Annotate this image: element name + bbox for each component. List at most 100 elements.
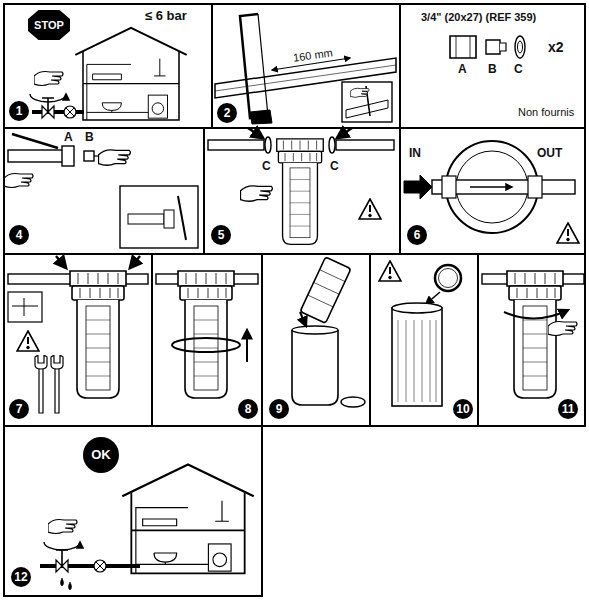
panel-1-art (75, 28, 186, 120)
panel-1-art (66, 108, 74, 116)
panel-11-art (548, 322, 577, 336)
panel-12-art (44, 542, 80, 550)
panel-1-art (30, 28, 187, 120)
callout-number: 11 (558, 399, 578, 419)
callout-number: 2 (217, 103, 237, 123)
panel-6-art (442, 176, 456, 198)
panel-5-art (265, 137, 271, 153)
label-text: A (64, 131, 73, 145)
callout-number: 7 (9, 399, 29, 419)
panel-11-art (504, 310, 568, 319)
panel-9-art (292, 326, 338, 334)
panel-1-art (64, 106, 76, 118)
panel-10-art (379, 261, 401, 281)
step-panel: INOUT6 (399, 127, 586, 255)
callout-number: 10 (453, 399, 473, 419)
panel-9-art (300, 257, 351, 323)
panel-12-art (48, 520, 77, 534)
ok-badge: OK (83, 437, 119, 473)
panel-7-art (8, 292, 42, 322)
panel-4-art (4, 174, 33, 188)
panel-3-art (450, 36, 476, 58)
panel-1-art (30, 94, 66, 102)
panel-3-art (486, 40, 500, 54)
panel-9-art (292, 257, 365, 407)
step-panel: C C 5 (203, 127, 401, 255)
panel-3-art (450, 36, 525, 58)
panel-12-art (61, 578, 72, 590)
callout-number: 4 (9, 225, 29, 245)
step-panel: 11 (477, 253, 586, 427)
panel-2-art (346, 100, 388, 118)
step-panel: 10 (369, 253, 479, 427)
step-panel: 160 mm 2 (211, 3, 401, 129)
callout-number: 6 (407, 225, 427, 245)
panel-12-art (122, 465, 253, 574)
label-text: C (262, 160, 271, 174)
label-text: C (330, 160, 339, 174)
panel-5-art (329, 137, 335, 153)
panel-12-art (94, 560, 106, 572)
panel-4-art (8, 150, 64, 162)
step-panel: 8 (151, 253, 263, 427)
panel-5-art (336, 140, 394, 150)
panel-10-art (392, 303, 442, 313)
step-panel: STOP ≤ 6 bar 1 (3, 3, 213, 129)
label-text: ≤ 6 bar (145, 9, 187, 24)
panel-7-art (70, 271, 126, 398)
step-panel: 7 (3, 253, 153, 427)
panel-3-art (500, 43, 506, 51)
step-panel: 9 (261, 253, 371, 427)
panel-4-art (12, 134, 58, 148)
panel-4-art (178, 196, 186, 240)
label-text: x2 (548, 39, 564, 55)
panel-10-art (439, 269, 458, 288)
panel-7-art (12, 298, 38, 316)
panel-4-art (4, 134, 198, 248)
callout-number: 8 (238, 399, 258, 419)
step-panel: 3/4" (20x27) (REF 359) A B Cx2Non fournis (399, 3, 586, 129)
panel-2-art (215, 14, 396, 124)
callout-number: 1 (9, 101, 29, 121)
label-text: C (514, 63, 523, 77)
panel-3-art (515, 36, 525, 58)
panel-5-art (337, 128, 352, 138)
panel-10-art (435, 265, 461, 291)
panel-10-art (392, 308, 442, 406)
panel-1-art (34, 72, 63, 86)
panel-7-art (51, 355, 63, 413)
panel-6-art (404, 175, 432, 199)
label-text: 3/4" (20x27) (REF 359) (421, 11, 536, 24)
label-text: Non fournis (518, 106, 574, 119)
callout-number: 5 (211, 225, 231, 245)
panel-9-art (292, 330, 338, 405)
panel-4-art (62, 146, 74, 166)
label-text: B (488, 63, 497, 77)
stop-sign: STOP (28, 10, 70, 40)
panel-4-art (164, 210, 174, 228)
panel-10-art (379, 261, 461, 406)
panel-9-art (300, 312, 306, 326)
panel-8-art (172, 338, 240, 352)
panel-2-art (250, 110, 272, 124)
label-text: B (85, 131, 94, 145)
panel-3-art (456, 36, 470, 58)
panel-4-art (84, 151, 94, 161)
panel-12-art (40, 564, 140, 568)
panel-5-art (248, 128, 263, 138)
panel-12-art (40, 465, 254, 590)
label-text: A (458, 63, 467, 77)
step-panel: AB 4 (3, 127, 205, 255)
panel-2-art (258, 14, 268, 116)
panel-7-art (8, 256, 148, 413)
panel-6-art (470, 186, 512, 187)
panel-2-art (342, 82, 392, 122)
panel-6-art (404, 141, 579, 243)
panel-5-art (208, 128, 394, 244)
callout-number: 9 (269, 399, 289, 419)
panel-12-art (56, 550, 68, 566)
label-text: 160 mm (292, 46, 333, 64)
panel-8-art (156, 271, 258, 398)
